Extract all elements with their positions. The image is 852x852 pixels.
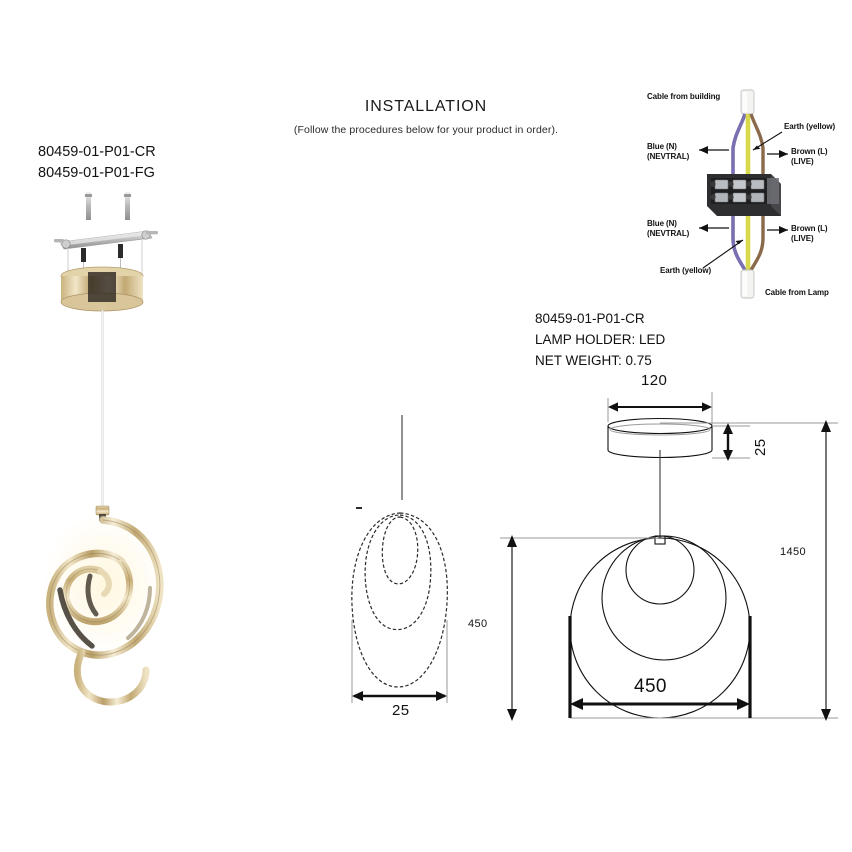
shade-middle-circle bbox=[601, 535, 727, 661]
wiring-bottom-earth-label: Earth (yellow) bbox=[660, 266, 712, 275]
specification-block: 80459-01-P01-CR LAMP HOLDER: LED NET WEI… bbox=[535, 308, 665, 371]
top-neutral-wire bbox=[731, 113, 747, 174]
product-code-list: 80459-01-P01-CR 80459-01-P01-FG bbox=[38, 142, 156, 184]
wiring-top-neutral-label: Blue (N) (NEVTRAL) bbox=[647, 142, 690, 161]
spec-net-weight: NET WEIGHT: 0.75 bbox=[535, 353, 652, 368]
dimension-shade-width: 450 bbox=[634, 676, 667, 697]
product-photo bbox=[30, 190, 180, 710]
gold-canopy bbox=[60, 266, 144, 312]
spec-model: 80459-01-P01-CR bbox=[535, 311, 645, 326]
dimension-canopy-width: 120 bbox=[641, 372, 668, 389]
product-code-fg: 80459-01-P01-FG bbox=[38, 165, 155, 181]
dimension-shade-height: 450 bbox=[468, 618, 488, 630]
dimension-canopy-height: 25 bbox=[752, 438, 769, 457]
bottom-live-wire bbox=[749, 216, 765, 271]
page-title: INSTALLATION bbox=[364, 98, 488, 115]
wiring-top-earth-label: Earth (yellow) bbox=[784, 122, 836, 131]
top-cable-sheath bbox=[740, 89, 755, 115]
spec-lamp-holder: LAMP HOLDER: LED bbox=[535, 332, 666, 347]
page-subtitle: (Follow the procedures below for your pr… bbox=[293, 124, 559, 136]
mounting-bracket bbox=[54, 230, 158, 276]
wiring-top-source-label: Cable from building bbox=[647, 92, 721, 101]
side-elevation-view: 25 bbox=[330, 415, 500, 735]
wiring-bottom-live-label: Brown (L) (LIVE) bbox=[791, 224, 828, 243]
side-middle-profile bbox=[364, 514, 432, 631]
wiring-diagram: Cable from building Earth (yellow) Blue … bbox=[645, 88, 852, 306]
dimension-side-depth: 25 bbox=[392, 702, 410, 719]
top-live-wire bbox=[749, 113, 765, 174]
bottom-cable-sheath bbox=[740, 269, 755, 299]
product-code-cr: 80459-01-P01-CR bbox=[38, 144, 156, 160]
gold-spiral-pendant bbox=[46, 516, 164, 706]
ceiling-rods bbox=[85, 192, 131, 220]
wiring-bottom-source-label: Cable from Lamp bbox=[765, 288, 829, 297]
side-inner-profile bbox=[381, 516, 419, 585]
wiring-top-live-label: Brown (L) (LIVE) bbox=[791, 147, 828, 166]
front-elevation-view: 120 25 1450 450 450 bbox=[460, 370, 852, 740]
wiring-bottom-neutral-label: Blue (N) (NEVTRAL) bbox=[647, 219, 690, 238]
dimension-total-drop: 1450 bbox=[780, 546, 807, 558]
terminal-block bbox=[707, 174, 781, 216]
shade-inner-circle bbox=[625, 535, 695, 605]
side-outer-profile bbox=[351, 512, 448, 688]
bottom-neutral-wire bbox=[731, 216, 747, 271]
wiring-artwork bbox=[699, 89, 788, 299]
